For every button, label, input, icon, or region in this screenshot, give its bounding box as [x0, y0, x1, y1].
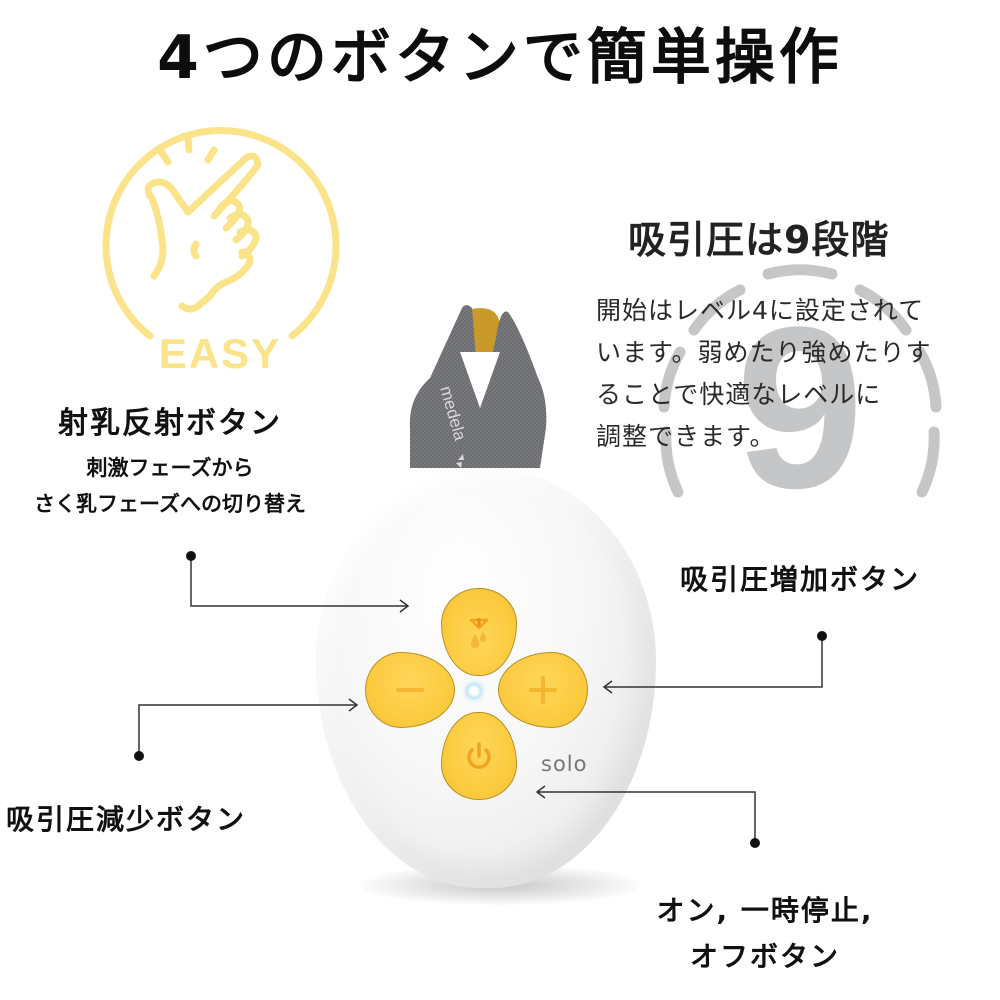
level-section-description: 開始はレベル4に設定されて います。弱めたり強めたりす ることで快適なレベルに … — [596, 296, 932, 451]
callout-dot — [817, 631, 827, 641]
power-button-label: オン, 一時停止, オフボタン — [656, 894, 874, 973]
decrease-button[interactable] — [365, 652, 455, 728]
letdown-button-label: 射乳反射ボタン — [58, 406, 282, 441]
letdown-button[interactable] — [441, 588, 517, 676]
callout-dot — [134, 751, 144, 761]
easy-badge: EASY — [96, 100, 344, 380]
model-name: solo — [541, 752, 588, 776]
level-section-title: 吸引圧は9段階 — [628, 218, 890, 262]
minus-icon — [396, 688, 424, 692]
power-button[interactable] — [441, 712, 517, 800]
increase-button-label: 吸引圧増加ボタン — [680, 563, 921, 596]
level-dial: 9 — [650, 262, 950, 536]
easy-text: EASY — [159, 330, 281, 377]
callout-dot — [750, 838, 760, 848]
dial-number: 9 — [736, 279, 864, 522]
page-title: 4つのボタンで簡単操作 — [157, 23, 843, 93]
power-icon — [467, 742, 491, 769]
plus-icon — [529, 676, 557, 704]
callout-dot — [186, 551, 196, 561]
letdown-button-description: 刺激フェーズから さく乳フェーズへの切り替え — [34, 456, 306, 516]
decrease-button-label: 吸引圧減少ボタン — [6, 803, 247, 836]
increase-button[interactable] — [498, 652, 588, 728]
snap-fingers-hand-icon: EASY — [102, 127, 340, 377]
device-strap: medela — [400, 268, 560, 468]
letdown-droplet-icon — [469, 618, 489, 648]
status-led — [466, 683, 482, 699]
